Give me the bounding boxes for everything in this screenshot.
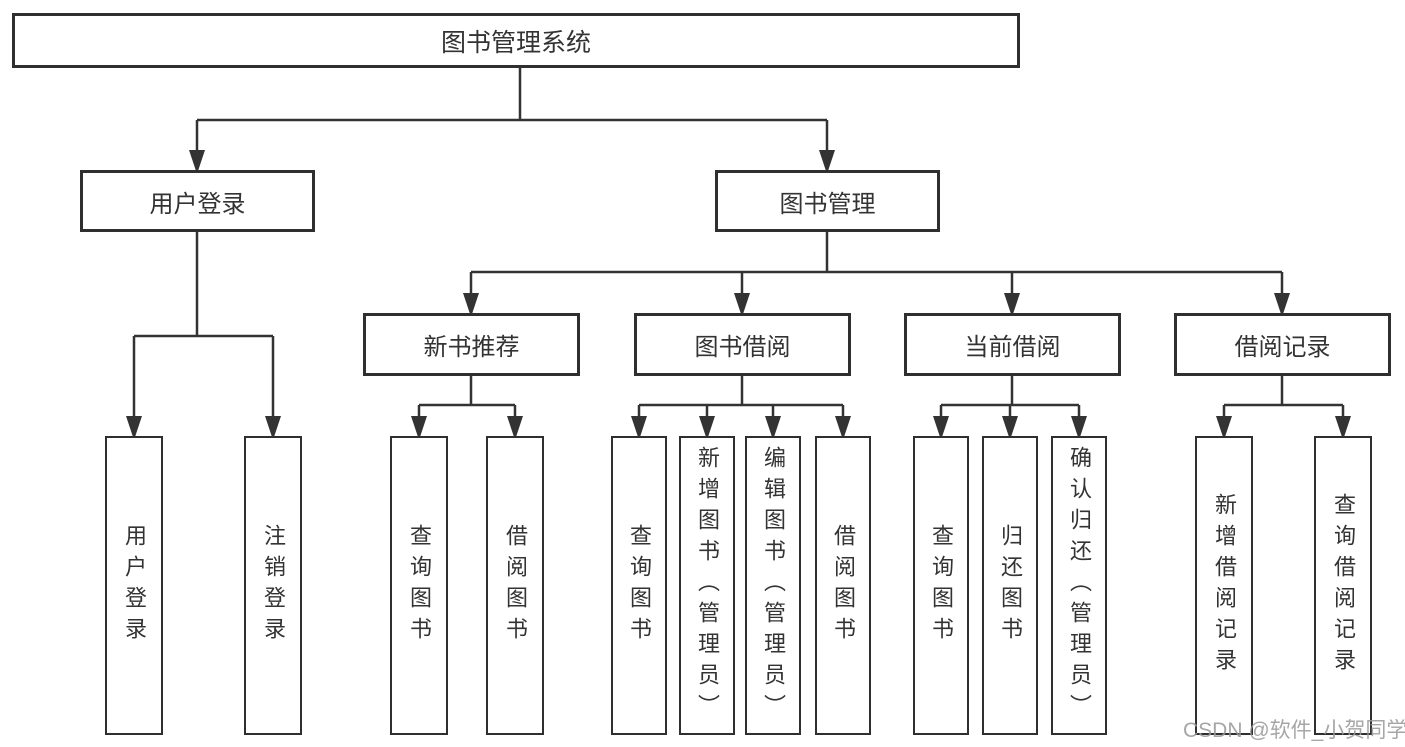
leaf-logout: 注销登录 <box>244 436 302 735</box>
node-book-borrow: 图书借阅 <box>634 313 851 376</box>
leaf-query-borrow-record: 查询借阅记录 <box>1314 436 1372 735</box>
leaf-confirm-return-admin: 确认归还（管理员） <box>1051 436 1107 735</box>
arrowhead-icon <box>265 416 281 440</box>
arrowhead-icon <box>507 416 523 440</box>
csdn-watermark: CSDN @软件_小贺同学 <box>1183 719 1405 742</box>
arrowhead-icon <box>1004 293 1020 317</box>
arrowhead-icon <box>1216 416 1232 440</box>
node-current-borrow: 当前借阅 <box>904 313 1121 376</box>
arrowhead-icon <box>734 293 750 317</box>
node-root-system: 图书管理系统 <box>12 13 1020 68</box>
leaf-edit-books-admin: 编辑图书（管理员） <box>745 436 801 735</box>
arrowhead-icon <box>463 293 479 317</box>
arrowhead-icon <box>819 150 835 174</box>
leaf-return-books: 归还图书 <box>982 436 1038 735</box>
leaf-query-books-2: 查询图书 <box>611 436 667 735</box>
arrowheads <box>126 150 1351 440</box>
node-new-book-recommend: 新书推荐 <box>363 313 580 376</box>
arrowhead-icon <box>1071 416 1087 440</box>
leaf-query-books-3: 查询图书 <box>913 436 969 735</box>
node-book-management-branch: 图书管理 <box>715 170 940 232</box>
arrowhead-icon <box>631 416 647 440</box>
connector-lines <box>132 68 1345 436</box>
leaf-query-books-1: 查询图书 <box>390 436 448 735</box>
arrowhead-icon <box>411 416 427 440</box>
arrowhead-icon <box>1002 416 1018 440</box>
arrowhead-icon <box>835 416 851 440</box>
arrowhead-icon <box>699 416 715 440</box>
arrowhead-icon <box>765 416 781 440</box>
leaf-user-login: 用户登录 <box>105 436 163 735</box>
leaf-add-books-admin: 新增图书（管理员） <box>679 436 735 735</box>
leaf-borrow-books-2: 借阅图书 <box>815 436 871 735</box>
node-user-login-branch: 用户登录 <box>80 170 315 232</box>
arrowhead-icon <box>1274 293 1290 317</box>
arrowhead-icon <box>189 150 205 174</box>
node-borrow-records: 借阅记录 <box>1174 313 1391 376</box>
arrowhead-icon <box>1335 416 1351 440</box>
leaf-add-borrow-record: 新增借阅记录 <box>1195 436 1253 735</box>
arrowhead-icon <box>126 416 142 440</box>
arrowhead-icon <box>933 416 949 440</box>
leaf-borrow-books-1: 借阅图书 <box>486 436 544 735</box>
